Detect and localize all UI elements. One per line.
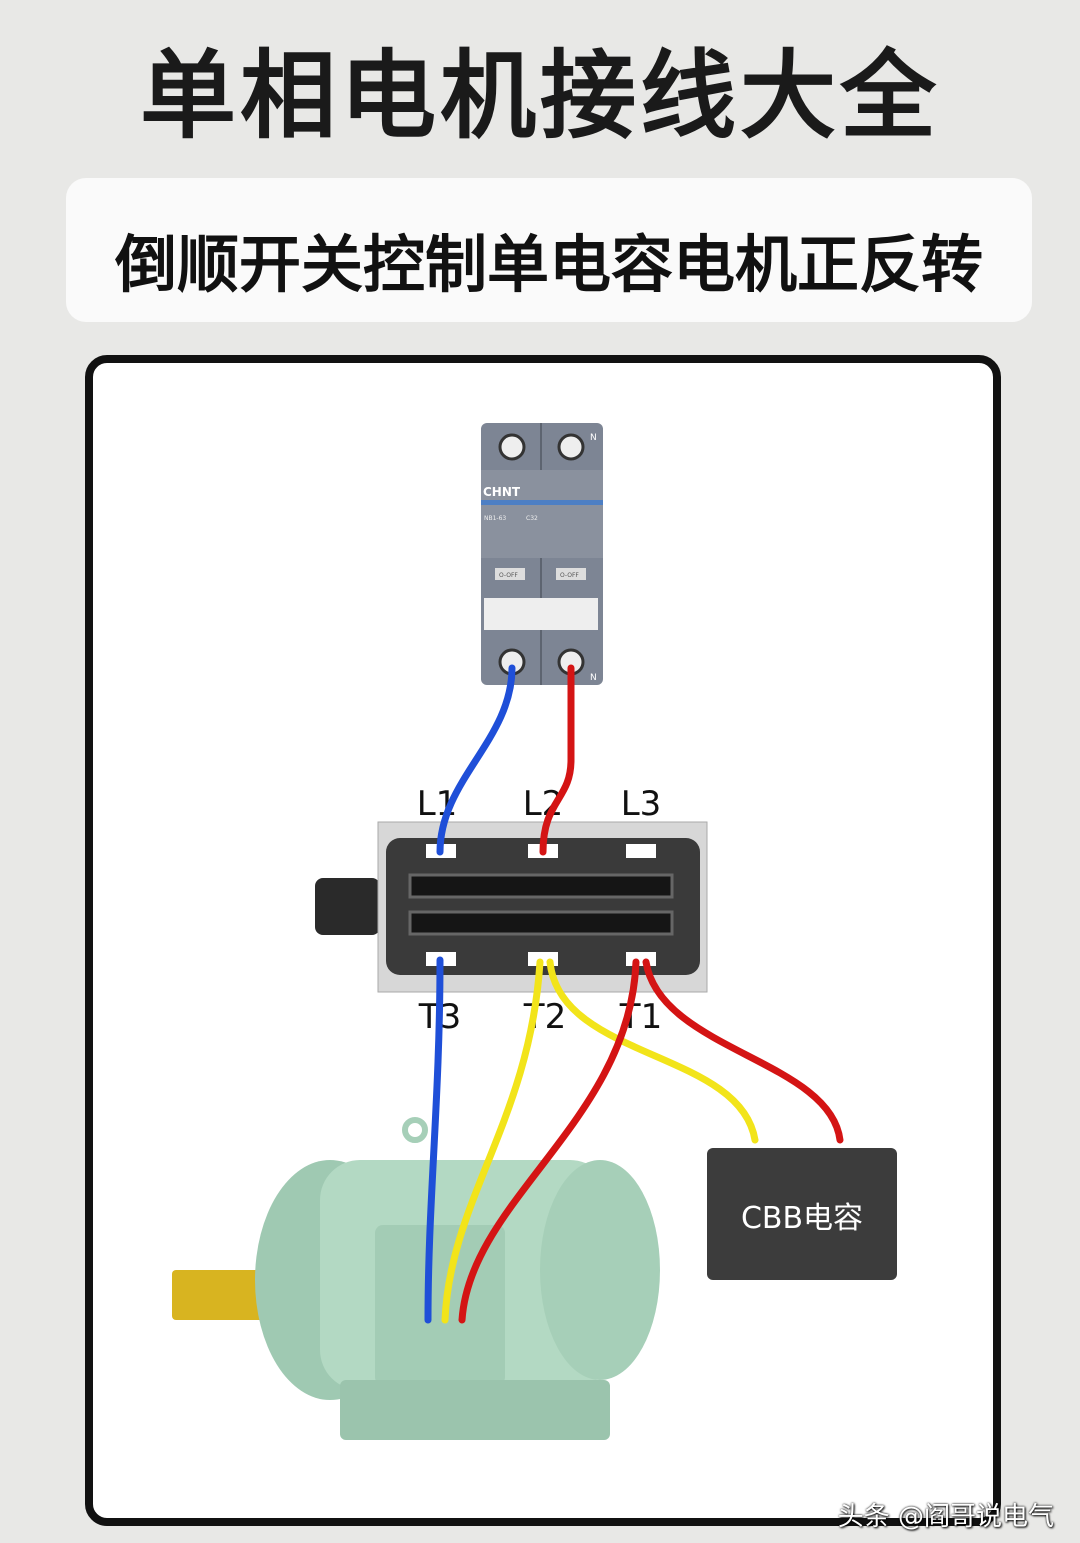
wire-blue-t3 — [424, 956, 444, 1324]
breaker-state-left: O-OFF — [499, 572, 518, 579]
wire-yellow-t2-motor — [441, 958, 544, 1324]
breaker-brand: CHNT — [483, 485, 521, 499]
reversing-switch[interactable]: L1 L2 L3 T3 T2 T1 — [315, 784, 708, 1037]
motor — [172, 1117, 660, 1440]
page-title: 单相电机接线大全 — [140, 40, 940, 152]
wire-red-t1-motor — [458, 958, 640, 1324]
wire-yellow-t2-cap — [546, 958, 759, 1144]
breaker-model: NB1-63 — [484, 515, 506, 522]
breaker-state-right: O-OFF — [560, 572, 579, 579]
switch-handle[interactable] — [315, 878, 380, 935]
capacitor: CBB电容 — [707, 1148, 897, 1280]
circuit-breaker: CHNT NB1-63 C32 O-OFF O-OFF N N — [481, 423, 603, 685]
wires — [424, 664, 844, 1324]
breaker-rating: C32 — [526, 515, 538, 522]
terminal-l3: L3 — [621, 784, 662, 824]
wire-red-t1-cap — [642, 958, 844, 1144]
subtitle: 倒顺开关控制单电容电机正反转 — [114, 228, 983, 301]
subtitle-card: 倒顺开关控制单电容电机正反转 — [66, 178, 1032, 322]
capacitor-label: CBB电容 — [741, 1201, 863, 1236]
wire-blue-l1 — [436, 664, 516, 856]
neutral-mark-bottom: N — [590, 673, 597, 683]
watermark: 头条 @阎哥说电气 — [837, 1502, 1054, 1532]
wire-red-l2 — [539, 664, 575, 856]
neutral-mark-top: N — [590, 433, 597, 443]
